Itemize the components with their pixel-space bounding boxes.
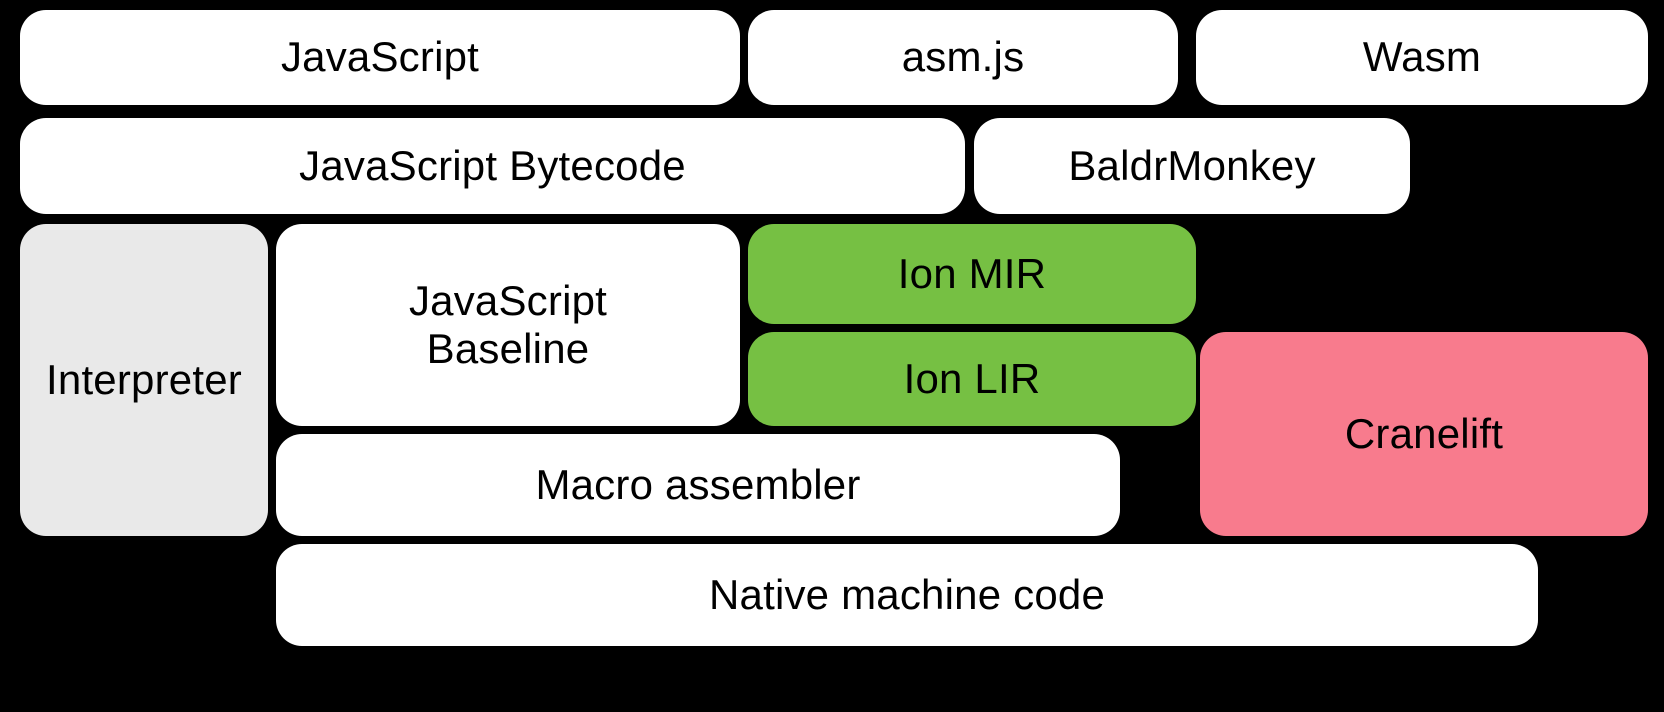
node-javascript-bytecode[interactable]: JavaScript Bytecode bbox=[20, 118, 965, 214]
node-cranelift-label: Cranelift bbox=[1344, 409, 1504, 457]
node-javascript-label: JavaScript bbox=[280, 33, 480, 81]
node-ion-lir-label: Ion LIR bbox=[903, 354, 1041, 402]
node-interpreter-label: Interpreter bbox=[46, 355, 242, 403]
node-baldrmonkey[interactable]: BaldrMonkey bbox=[974, 118, 1410, 214]
node-javascript-baseline-label: JavaScript Baseline bbox=[408, 276, 608, 372]
node-wasm-label: Wasm bbox=[1362, 33, 1482, 81]
node-javascript-baseline[interactable]: JavaScript Baseline bbox=[276, 224, 740, 426]
node-cranelift[interactable]: Cranelift bbox=[1200, 332, 1648, 536]
node-macro-assembler[interactable]: Macro assembler bbox=[276, 434, 1120, 536]
node-baldrmonkey-label: BaldrMonkey bbox=[1068, 141, 1316, 189]
node-javascript[interactable]: JavaScript bbox=[20, 10, 740, 105]
node-native-machine-code[interactable]: Native machine code bbox=[276, 544, 1538, 646]
node-asm-js[interactable]: asm.js bbox=[748, 10, 1178, 105]
node-ion-lir[interactable]: Ion LIR bbox=[748, 332, 1196, 426]
node-interpreter[interactable]: Interpreter bbox=[20, 224, 268, 536]
node-ion-mir[interactable]: Ion MIR bbox=[748, 224, 1196, 324]
node-asm-js-label: asm.js bbox=[901, 33, 1025, 81]
node-ion-mir-label: Ion MIR bbox=[897, 249, 1047, 297]
node-native-machine-code-label: Native machine code bbox=[708, 570, 1105, 618]
node-wasm[interactable]: Wasm bbox=[1196, 10, 1648, 105]
node-macro-assembler-label: Macro assembler bbox=[535, 460, 861, 508]
node-javascript-bytecode-label: JavaScript Bytecode bbox=[299, 141, 686, 189]
